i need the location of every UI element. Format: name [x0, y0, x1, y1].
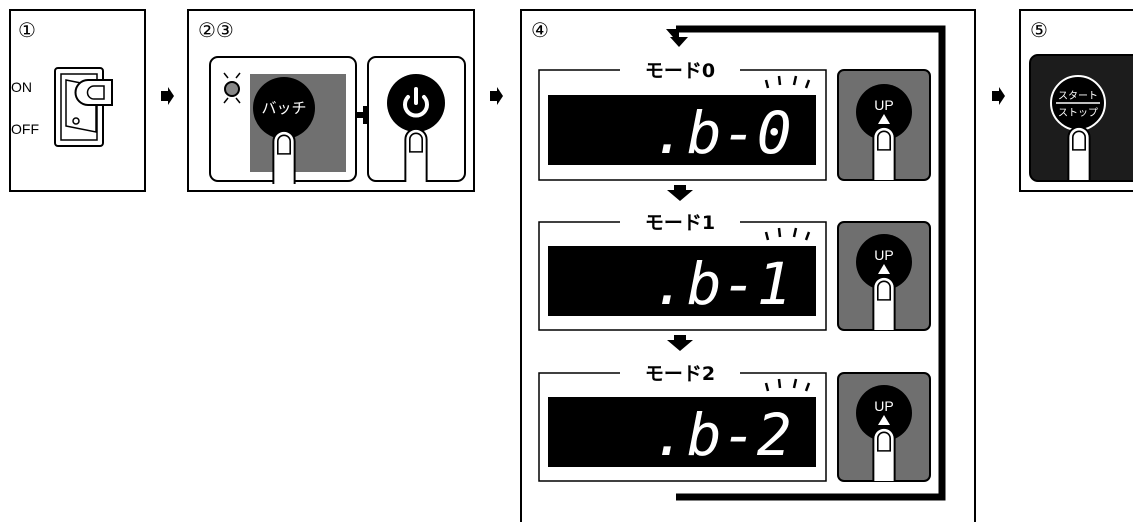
- step5-number: ⑤: [1030, 18, 1048, 42]
- mode-1-title: モード1: [645, 212, 715, 234]
- blink-indicator-icon: [223, 72, 241, 104]
- finger-press-icon: [404, 127, 428, 182]
- mode-0-block: モード0 .b-0 UP: [538, 60, 931, 181]
- batch-button-label: バッチ: [261, 99, 306, 117]
- up-button[interactable]: [856, 84, 912, 140]
- start-label: スタート: [1058, 90, 1098, 102]
- mode-2-title: モード2: [645, 363, 715, 385]
- up-button-panel: UP: [837, 69, 931, 181]
- finger-press-icon: [872, 275, 896, 330]
- finger-press-icon: [872, 426, 896, 481]
- finger-press-icon: [272, 129, 296, 184]
- stop-label: ストップ: [1058, 107, 1098, 119]
- blink-indicator-icon: [764, 75, 811, 89]
- mode-2-block: モード2 .b-2 UP: [538, 363, 931, 482]
- arrow-down-icon: [667, 185, 693, 201]
- power-button-panel: [367, 56, 466, 182]
- mode-1-block: モード1 .b-1 UP: [538, 212, 931, 331]
- display-screen: [548, 397, 816, 467]
- led-icon: [224, 81, 240, 97]
- mode-1-display: .b-1: [652, 250, 792, 318]
- switch-off-label: OFF: [11, 121, 39, 137]
- step23-number: ②③: [198, 18, 234, 42]
- up-button[interactable]: [856, 234, 912, 290]
- mode-0-display: .b-0: [652, 99, 792, 167]
- batch-button-panel: バッチ: [209, 56, 357, 184]
- batch-button[interactable]: [253, 77, 315, 139]
- switch-on-label: ON: [11, 79, 32, 95]
- finger-press-icon: [1067, 125, 1091, 180]
- step4-panel: ④ モード0 .b-0 UP: [520, 9, 976, 522]
- display-screen: [548, 95, 816, 165]
- finger-press-icon: [872, 125, 896, 180]
- mode-2-display: .b-2: [652, 401, 792, 469]
- mode-0-title: モード0: [645, 60, 715, 82]
- up-button-panel: UP: [837, 372, 931, 482]
- arrow-right-icon: [992, 87, 1005, 105]
- step1-number: ①: [18, 18, 36, 42]
- up-button-label: UP: [874, 247, 893, 263]
- up-button-label: UP: [874, 97, 893, 113]
- step4-number: ④: [531, 18, 549, 42]
- finger-press-icon: [74, 79, 113, 106]
- up-button-label: UP: [874, 398, 893, 414]
- step5-panel: ⑤ スタート ストップ: [1019, 9, 1133, 192]
- loop-arrow: [666, 25, 946, 501]
- display-screen: [548, 246, 816, 316]
- up-button[interactable]: [856, 385, 912, 441]
- blink-indicator-icon: [764, 378, 811, 392]
- plus-icon: [357, 106, 375, 124]
- step1-panel: ① ON OFF: [9, 9, 146, 192]
- arrow-right-icon: [161, 87, 174, 105]
- blink-indicator-icon: [764, 227, 811, 241]
- step23-panel: ②③ バッチ: [187, 9, 475, 192]
- power-icon: [403, 87, 429, 118]
- arrow-right-icon: [490, 87, 503, 105]
- arrow-down-icon: [667, 335, 693, 351]
- up-button-panel: UP: [837, 221, 931, 331]
